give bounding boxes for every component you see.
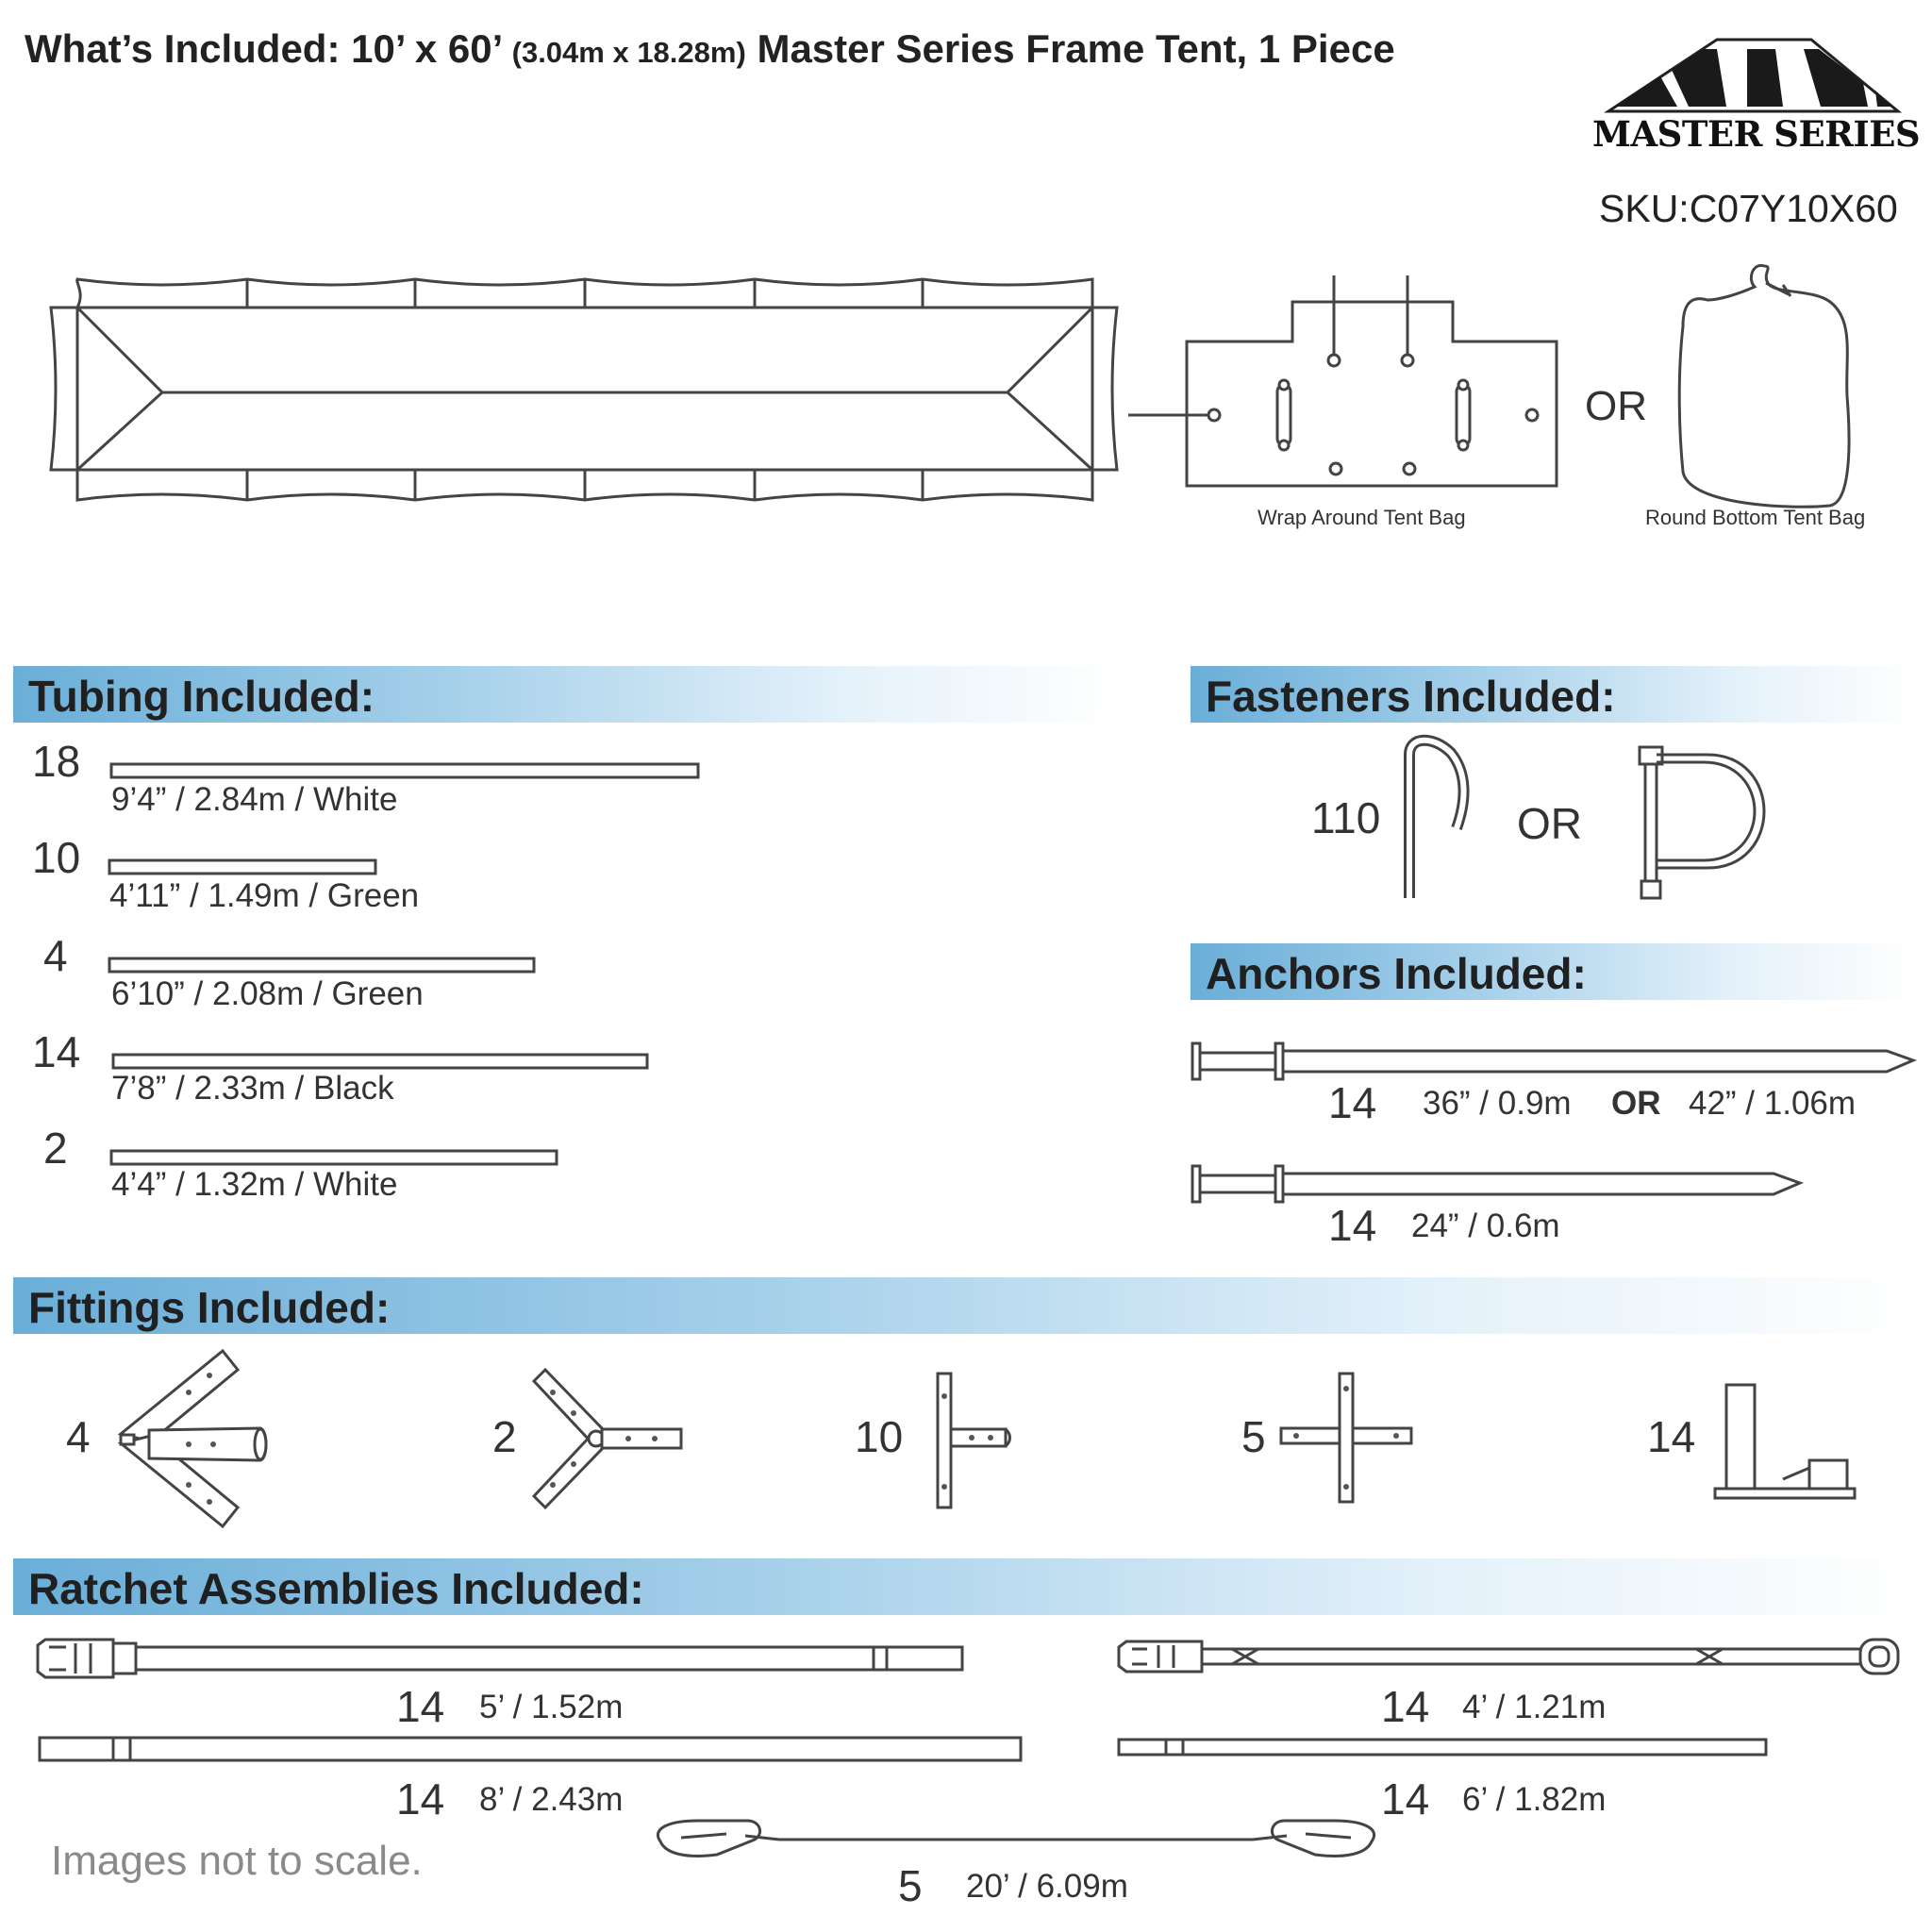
foot-plate-icon (1713, 1383, 1857, 1500)
anchors-banner: Anchors Included: (1191, 943, 1917, 1000)
ratchets-banner: Ratchet Assemblies Included: (13, 1558, 1917, 1615)
anchor-spec-a: 24” / 0.6m (1411, 1208, 1560, 1244)
tubing-spec: 4’4” / 1.32m / White (111, 1166, 398, 1203)
ratchet-spec: 6’ / 1.82m (1462, 1781, 1607, 1818)
fasteners-heading: Fasteners Included: (1206, 672, 1616, 721)
strap-8ft-icon (38, 1736, 1023, 1762)
cross-fitting-icon (1279, 1372, 1413, 1504)
fitting-qty: 5 (1241, 1412, 1266, 1461)
sku-label: SKU:C07Y10X60 (1599, 187, 1898, 230)
ratchet-spec: 8’ / 2.43m (479, 1781, 624, 1818)
fasteners-or-label: OR (1517, 799, 1582, 848)
tube-4ft4-icon (109, 1149, 558, 1166)
ratchet-qty: 14 (396, 1682, 445, 1731)
tubing-qty: 4 (43, 931, 68, 980)
wrap-bag-label: Wrap Around Tent Bag (1257, 506, 1466, 529)
strap-6ft-icon (1117, 1738, 1768, 1757)
tube-9ft4-icon (109, 762, 700, 779)
brand-name: MASTER SERIES (1592, 113, 1921, 155)
anchor-long-icon (1191, 1041, 1918, 1081)
tubing-banner: Tubing Included: (13, 666, 1117, 723)
ratchets-heading: Ratchet Assemblies Included: (28, 1564, 644, 1613)
wrap-around-tent-bag-icon (1128, 275, 1558, 488)
stake-icon (1404, 734, 1470, 898)
anchor-or-label: OR (1611, 1085, 1661, 1122)
title-metric: (3.04m x 18.28m) (511, 36, 746, 69)
tent-top-view-icon (49, 277, 1119, 502)
anchor-qty: 14 (1328, 1201, 1377, 1250)
tubing-qty: 2 (43, 1124, 68, 1173)
title-main: What’s Included: 10’ x 60’ (25, 26, 501, 71)
tube-4ft11-icon (108, 858, 377, 875)
ratchet-qty: 14 (1381, 1774, 1430, 1824)
fittings-heading: Fittings Included: (28, 1283, 391, 1332)
round-bag-label: Round Bottom Tent Bag (1645, 506, 1866, 529)
page-title: What’s Included: 10’ x 60’ (3.04m x 18.2… (25, 26, 1395, 72)
fasteners-qty: 110 (1311, 793, 1381, 842)
ratchet-qty: 5 (898, 1861, 923, 1910)
tubing-heading: Tubing Included: (28, 672, 375, 721)
fittings-banner: Fittings Included: (13, 1277, 1917, 1334)
y-fitting-icon (531, 1367, 683, 1510)
tubing-spec: 4’11” / 1.49m / Green (109, 877, 420, 914)
scale-note: Images not to scale. (51, 1838, 423, 1884)
fitting-qty: 4 (66, 1412, 91, 1461)
title-rest: Master Series Frame Tent, 1 Piece (757, 26, 1395, 71)
tubing-qty: 14 (32, 1027, 81, 1076)
round-bottom-tent-bag-icon (1677, 263, 1851, 508)
ratchet-4ft-icon (1117, 1638, 1900, 1675)
fitting-qty: 2 (492, 1412, 517, 1461)
ratchet-qty: 14 (396, 1774, 445, 1824)
fitting-qty: 14 (1647, 1412, 1696, 1461)
fasteners-banner: Fasteners Included: (1191, 666, 1917, 723)
master-series-logo-icon (1604, 38, 1903, 113)
three-way-hip-fitting-icon (117, 1348, 268, 1529)
ratchet-spec: 5’ / 1.52m (479, 1689, 624, 1725)
tubing-qty: 18 (32, 737, 81, 786)
anchor-spec-b: 42” / 1.06m (1689, 1085, 1857, 1122)
tubing-spec: 9’4” / 2.84m / White (111, 781, 398, 818)
fitting-qty: 10 (855, 1412, 904, 1461)
tube-7ft8-icon (111, 1053, 649, 1070)
guy-cable-20ft-icon (657, 1819, 1375, 1857)
ratchet-5ft-icon (36, 1638, 964, 1679)
ratchet-qty: 14 (1381, 1682, 1430, 1731)
anchor-short-icon (1191, 1164, 1805, 1204)
anchor-spec-a: 36” / 0.9m (1423, 1085, 1572, 1122)
tubing-spec: 6’10” / 2.08m / Green (111, 975, 424, 1012)
anchor-qty: 14 (1328, 1078, 1377, 1127)
lynch-pin-icon (1638, 745, 1766, 900)
ratchet-spec: 4’ / 1.21m (1462, 1689, 1607, 1725)
t-fitting-icon (936, 1372, 1011, 1509)
tubing-bars (108, 762, 700, 1166)
tube-6ft10-icon (108, 957, 536, 974)
tubing-spec: 7’8” / 2.33m / Black (111, 1070, 394, 1107)
anchors-heading: Anchors Included: (1206, 949, 1587, 998)
tubing-qty: 10 (32, 833, 81, 882)
ratchet-spec: 20’ / 6.09m (966, 1868, 1128, 1905)
bag-or-label: OR (1585, 383, 1647, 429)
